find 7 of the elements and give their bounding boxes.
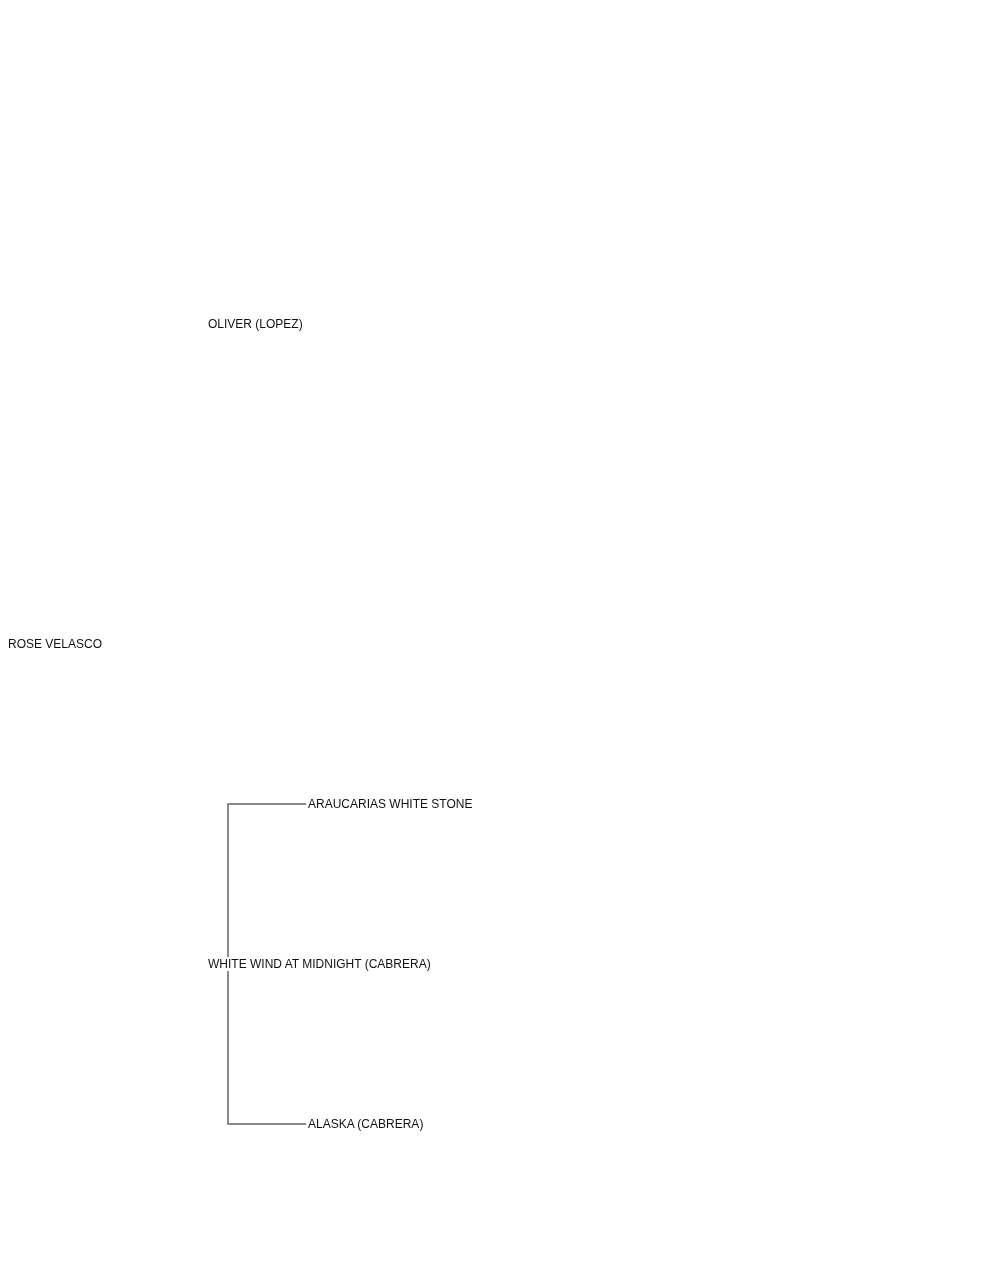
pedigree-line (227, 970, 307, 1125)
pedigree-name: OLIVER (LOPEZ) (208, 317, 303, 331)
pedigree-name: ROSE VELASCO (8, 637, 103, 651)
pedigree-name: ARAUCARIAS WHITE STONE (308, 797, 473, 811)
pedigree-name: WHITE WIND AT MIDNIGHT (CABRERA) (208, 957, 431, 971)
pedigree-name: ALASKA (CABRERA) (308, 1117, 424, 1131)
pedigree-line (227, 803, 307, 958)
